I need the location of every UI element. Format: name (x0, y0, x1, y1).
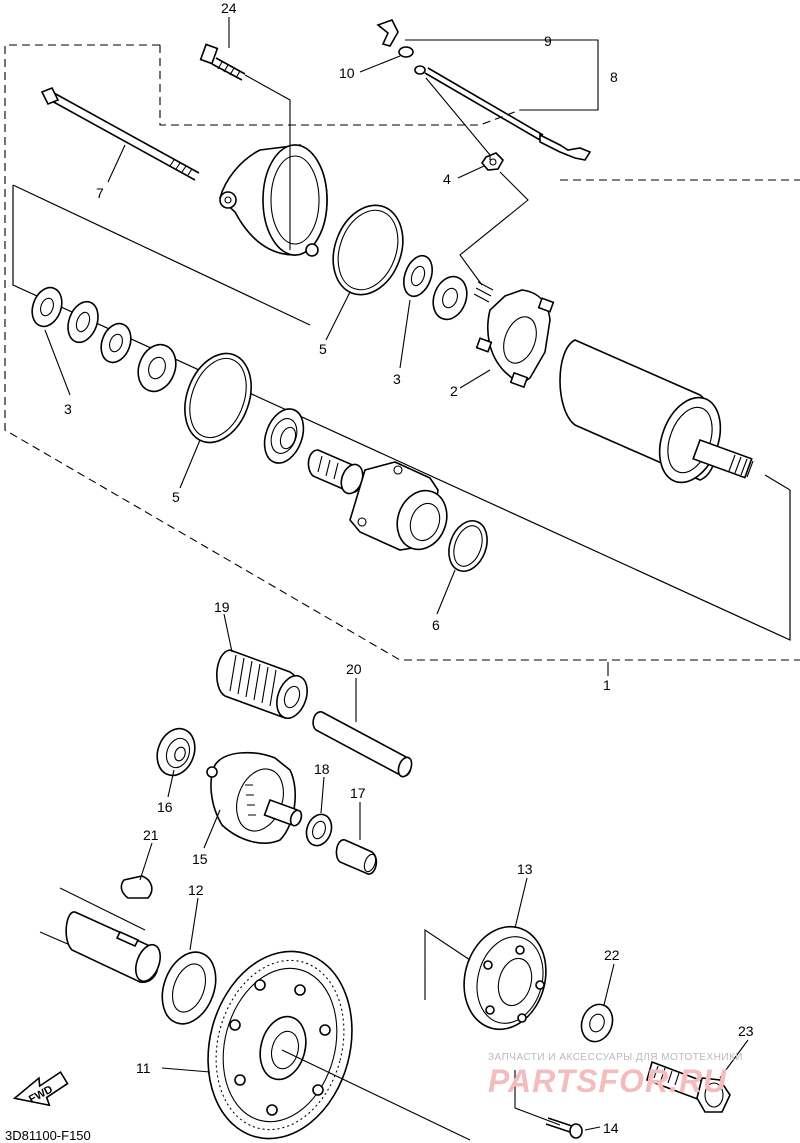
o-ring-5-upper (332, 204, 404, 296)
callout-16: 16 (157, 799, 173, 815)
callout-8: 8 (610, 69, 618, 85)
callout-7: 7 (96, 185, 104, 201)
washer-22 (580, 1003, 614, 1043)
one-way-clutch-13 (463, 925, 547, 1031)
callout-15: 15 (192, 851, 208, 867)
callout-1: 1 (603, 677, 611, 693)
bearing-16 (156, 727, 196, 777)
brush-holder-2 (473, 281, 555, 389)
assembly-frame-solid (12, 184, 791, 641)
callout-6: 6 (432, 617, 440, 633)
shaft-20 (312, 711, 413, 778)
woodruff-key-21 (120, 875, 153, 899)
callout-22: 22 (604, 947, 620, 963)
callout-21: 21 (143, 827, 159, 843)
bolt-23 (646, 1060, 731, 1113)
callout-20: 20 (346, 661, 362, 677)
watermark-logo-text: PARTSFOR.RU (488, 1063, 727, 1099)
callout-11: 11 (136, 1060, 151, 1076)
washer-18 (305, 813, 333, 847)
callout-2: 2 (450, 383, 458, 399)
callout-3-upper: 3 (393, 371, 401, 387)
bolt-24 (199, 43, 246, 81)
watermark: ЗАПЧАСТИ И АКСЕССУАРЫ ДЛЯ МОТОТЕХНИКИ PA… (488, 1052, 743, 1099)
callout-labels: 24 9 10 8 7 4 5 3 2 3 5 6 1 19 20 18 17 … (64, 0, 754, 1136)
fwd-arrow-icon: FWD (12, 1071, 69, 1107)
callout-24: 24 (221, 0, 237, 16)
idler-gear-19 (215, 649, 308, 720)
callout-5-lower: 5 (172, 489, 180, 505)
oil-seal (263, 408, 305, 464)
through-bolt-7 (40, 86, 200, 181)
leader-lines (44, 17, 749, 1141)
callout-17: 17 (350, 785, 366, 801)
o-ring-5-lower (184, 352, 252, 444)
callout-13: 13 (517, 861, 533, 877)
diagram-code: 3D81100-F150 (5, 1128, 91, 1143)
callout-14: 14 (603, 1120, 619, 1136)
front-cover (349, 461, 448, 551)
starter-wheel-gear-11 (207, 950, 353, 1140)
callout-12: 12 (188, 882, 204, 898)
needle-bearing (307, 449, 364, 495)
callout-19: 19 (214, 599, 230, 615)
callout-23: 23 (738, 1023, 754, 1039)
callout-18: 18 (314, 761, 330, 777)
washer-12 (161, 951, 217, 1025)
crankshaft-end (39, 887, 162, 983)
rear-cover (219, 144, 328, 257)
callout-9: 9 (544, 33, 552, 49)
washer-set-3-upper (403, 254, 468, 321)
callout-3-left: 3 (64, 401, 72, 417)
needle-bearing-17 (335, 839, 378, 875)
starter-clutch-gear-15 (206, 751, 303, 844)
lead-wire-8 (376, 19, 592, 161)
nut-4 (480, 152, 504, 171)
washer-set-3-left (31, 286, 177, 393)
callout-10: 10 (339, 65, 355, 81)
callout-5-upper: 5 (319, 341, 327, 357)
callout-4: 4 (443, 171, 451, 187)
screw-14 (545, 1117, 583, 1139)
washer-6 (448, 520, 488, 572)
armature-yoke (559, 339, 791, 491)
watermark-tagline: ЗАПЧАСТИ И АКСЕССУАРЫ ДЛЯ МОТОТЕХНИКИ (488, 1052, 743, 1063)
